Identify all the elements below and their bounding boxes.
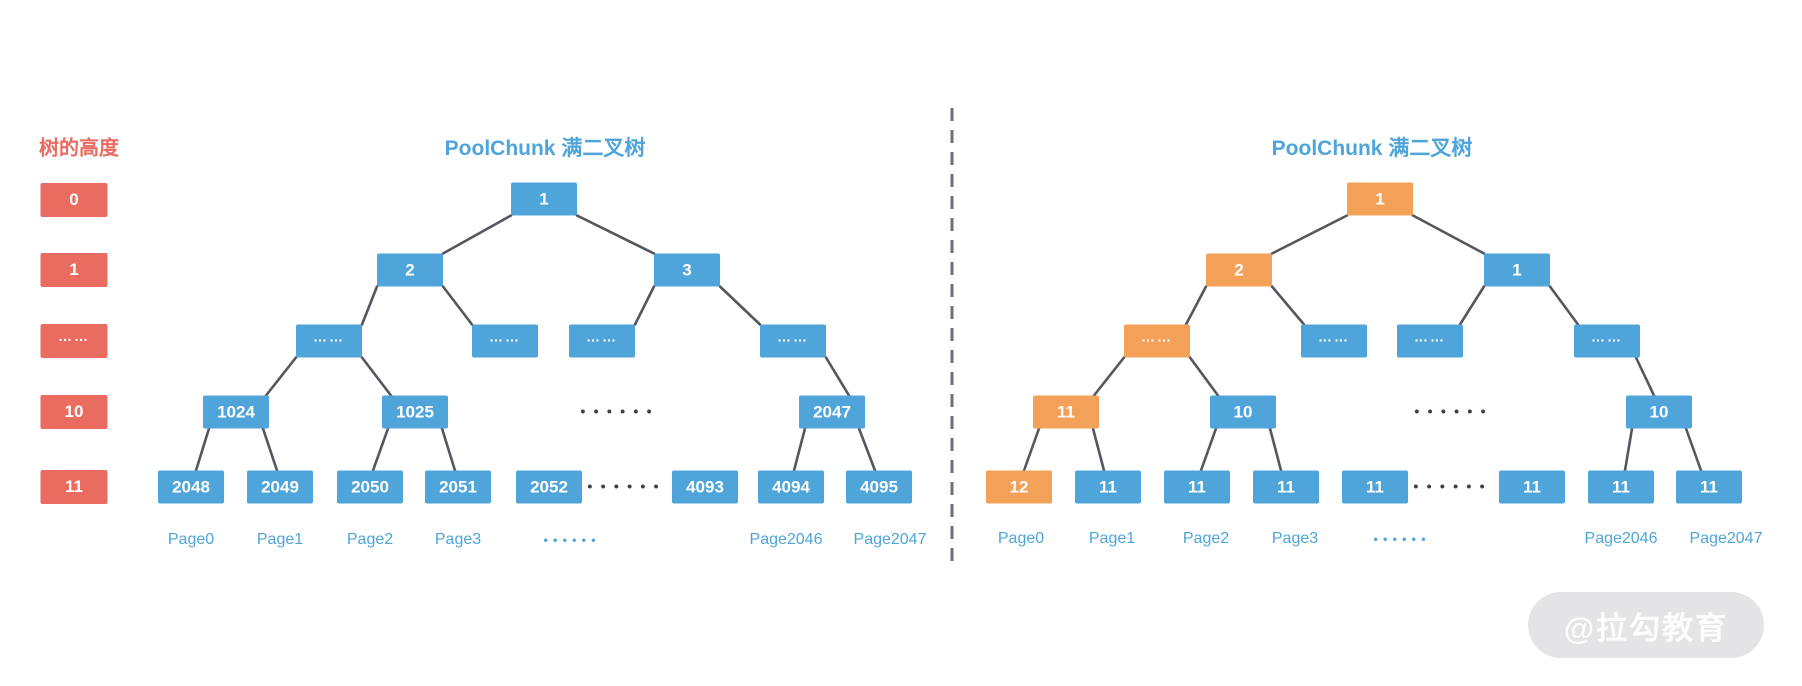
tree-node: 2048 — [158, 470, 224, 504]
tree-node: 11 — [1676, 470, 1742, 504]
page-label: Page2 — [346, 531, 394, 548]
tree-node: 1 — [511, 182, 577, 216]
tree-node: 2047 — [799, 395, 865, 429]
page-label: Page2047 — [1689, 530, 1763, 547]
tree-node: 4095 — [846, 470, 912, 504]
ellipsis-dots: •••••• — [1413, 478, 1493, 496]
tree-node: 11 — [1499, 470, 1565, 504]
page-label: Page0 — [997, 530, 1045, 547]
tree-node: 11 — [1033, 395, 1099, 429]
ellipsis-dots: •••••• — [1373, 531, 1431, 547]
legend-item-height-ellipsis: …… — [40, 324, 108, 358]
legend-item-height-0: 0 — [40, 183, 108, 217]
ellipsis-dots: •••••• — [587, 478, 667, 496]
tree-node: 11 — [1164, 470, 1230, 504]
tree-node: 10 — [1626, 395, 1692, 429]
tree-node: 4094 — [758, 470, 824, 504]
page-label: Page3 — [1271, 530, 1319, 547]
right-tree-title: PoolChunk 满二叉树 — [1271, 137, 1473, 160]
legend-item-height-1: 1 — [40, 253, 108, 287]
tree-node: 1025 — [382, 395, 448, 429]
page-label: Page3 — [434, 531, 482, 548]
page-label: Page1 — [1088, 530, 1136, 547]
page-label: Page2046 — [1584, 530, 1658, 547]
tree-node: 1 — [1484, 253, 1550, 287]
tree-node: 2051 — [425, 470, 491, 504]
watermark-badge: @拉勾教育 — [1528, 592, 1764, 658]
tree-node: 2049 — [247, 470, 313, 504]
tree-node: 11 — [1075, 470, 1141, 504]
tree-node: 3 — [654, 253, 720, 287]
legend-item-height-10: 10 — [40, 395, 108, 429]
tree-node-ellipsis: …… — [296, 324, 362, 358]
tree-node: 1 — [1347, 182, 1413, 216]
legend-title: 树的高度 — [39, 137, 119, 160]
left-tree-title: PoolChunk 满二叉树 — [444, 137, 646, 160]
page-label: Page2047 — [853, 531, 927, 548]
tree-node: 10 — [1210, 395, 1276, 429]
tree-node: 11 — [1588, 470, 1654, 504]
watermark-text: @拉勾教育 — [1563, 610, 1729, 646]
ellipsis-dots: •••••• — [1414, 403, 1494, 421]
tree-node: 11 — [1253, 470, 1319, 504]
tree-node-ellipsis: …… — [472, 324, 538, 358]
tree-node-ellipsis: …… — [569, 324, 635, 358]
legend-item-height-11: 11 — [40, 470, 108, 504]
tree-node: 2050 — [337, 470, 403, 504]
tree-node: 2 — [377, 253, 443, 287]
tree-node-ellipsis: …… — [760, 324, 826, 358]
page-label: Page2046 — [749, 531, 823, 548]
tree-node: 2 — [1206, 253, 1272, 287]
tree-node-ellipsis: …… — [1397, 324, 1463, 358]
ellipsis-dots: •••••• — [580, 403, 660, 421]
tree-node: 4093 — [672, 470, 738, 504]
page-label: Page2 — [1182, 530, 1230, 547]
tree-node: 12 — [986, 470, 1052, 504]
page-label: Page0 — [167, 531, 215, 548]
tree-node-ellipsis: …… — [1301, 324, 1367, 358]
tree-node-ellipsis: …… — [1124, 324, 1190, 358]
ellipsis-dots: •••••• — [543, 532, 601, 548]
page-label: Page1 — [256, 531, 304, 548]
tree-node-ellipsis: …… — [1574, 324, 1640, 358]
tree-node: 1024 — [203, 395, 269, 429]
tree-node: 2052 — [516, 470, 582, 504]
tree-node: 11 — [1342, 470, 1408, 504]
